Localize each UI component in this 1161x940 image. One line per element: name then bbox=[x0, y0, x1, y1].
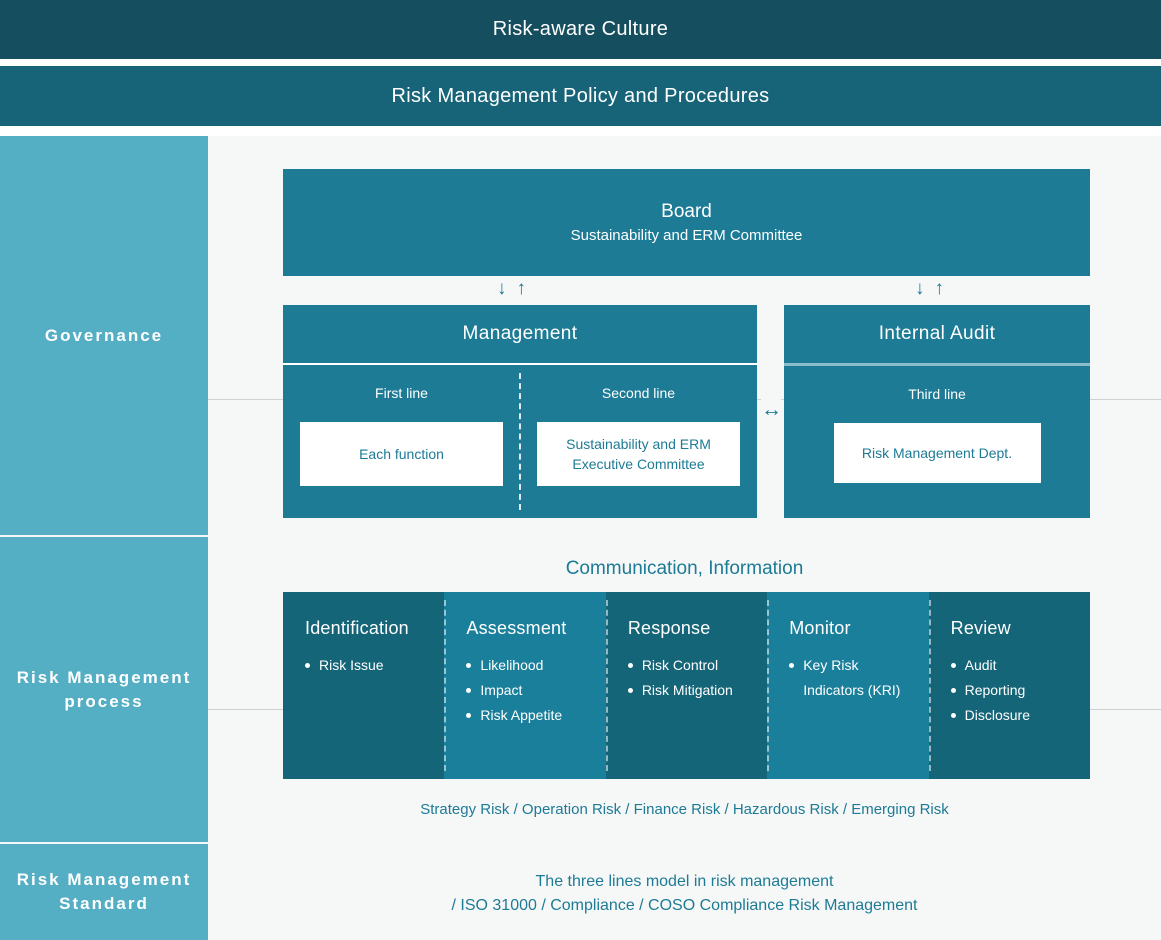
process-column-title: Response bbox=[627, 618, 711, 638]
sidebar-label-risk-management-standard: Risk Management Standard bbox=[16, 870, 192, 913]
list-item: Audit bbox=[950, 653, 1090, 678]
process-column-review: Review Audit Reporting Disclosure bbox=[928, 592, 1091, 779]
sidebar-label-risk-management-process: Risk Management process bbox=[16, 667, 192, 711]
list-item: Likelihood bbox=[466, 653, 605, 678]
board-subtitle: Sustainability and ERM Committee bbox=[570, 226, 803, 244]
second-line-column: Second line Sustainability and ERM Execu… bbox=[520, 365, 757, 518]
list-item: Risk Issue bbox=[305, 653, 444, 678]
risk-management-policy-label: Risk Management Policy and Procedures bbox=[391, 84, 770, 107]
sidebar-item-risk-management-standard: Risk Management Standard bbox=[0, 844, 208, 940]
process-column-list: Risk Control Risk Mitigation bbox=[627, 653, 767, 703]
process-column-assessment: Assessment Likelihood Impact Risk Appeti… bbox=[444, 592, 606, 779]
list-item: Key Risk Indicators (KRI) bbox=[789, 653, 928, 703]
standard-line-2: / ISO 31000 / Compliance / COSO Complian… bbox=[451, 897, 918, 914]
sidebar-label-governance: Governance bbox=[44, 325, 164, 345]
risk-types-label: Strategy Risk / Operation Risk / Finance… bbox=[420, 801, 949, 818]
risk-management-process-columns: Identification Risk Issue Assessment Lik… bbox=[283, 592, 1091, 779]
process-column-list: Key Risk Indicators (KRI) bbox=[789, 653, 928, 703]
board-title: Board bbox=[661, 200, 712, 222]
standard-line-1: The three lines model in risk management bbox=[535, 873, 834, 890]
list-item: Impact bbox=[466, 678, 605, 703]
sidebar-item-risk-management-process: Risk Management process bbox=[0, 537, 208, 842]
list-item: Risk Control bbox=[627, 653, 767, 678]
management-title: Management bbox=[462, 323, 578, 344]
process-column-title: Assessment bbox=[466, 618, 567, 638]
process-column-identification: Identification Risk Issue bbox=[283, 592, 445, 779]
arrow-up-icon: ↑ bbox=[934, 278, 945, 299]
communication-information-label: Communication, Information bbox=[565, 558, 804, 579]
third-line-label: Third line bbox=[908, 386, 966, 402]
management-line-separator bbox=[519, 373, 521, 510]
arrow-down-icon: ↓ bbox=[915, 278, 925, 299]
list-item: Risk Mitigation bbox=[627, 678, 767, 703]
internal-audit-rule bbox=[784, 363, 1090, 366]
sidebar-item-governance: Governance bbox=[0, 136, 208, 535]
each-function-card: Each function bbox=[300, 422, 503, 486]
first-line-label: First line bbox=[375, 385, 428, 401]
arrow-down-icon: ↓ bbox=[497, 278, 507, 299]
process-column-title: Identification bbox=[305, 618, 409, 638]
board-management-arrows: ↓ ↑ bbox=[497, 279, 526, 298]
process-column-list: Likelihood Impact Risk Appetite bbox=[466, 653, 605, 728]
process-column-list: Audit Reporting Disclosure bbox=[950, 653, 1090, 728]
first-line-column: First line Each function bbox=[283, 365, 520, 518]
risk-management-standard-text: The three lines model in risk management… bbox=[208, 870, 1161, 918]
risk-aware-culture-banner: Risk-aware Culture bbox=[0, 0, 1161, 59]
process-column-response: Response Risk Control Risk Mitigation bbox=[605, 592, 768, 779]
second-line-label: Second line bbox=[601, 385, 676, 401]
arrow-left-right-icon: ↔ bbox=[761, 398, 782, 422]
internal-audit-lines: Third line Risk Management Dept. bbox=[784, 366, 1090, 519]
management-rule bbox=[283, 363, 757, 365]
process-column-list: Risk Issue bbox=[305, 653, 444, 678]
list-item: Reporting bbox=[950, 678, 1090, 703]
management-lines: First line Each function Second line Sus… bbox=[283, 365, 757, 518]
board-box: Board Sustainability and ERM Committee bbox=[283, 169, 1090, 276]
board-audit-arrows: ↓ ↑ bbox=[915, 279, 944, 298]
sustainability-erm-executive-committee-card: Sustainability and ERM Executive Committ… bbox=[537, 422, 740, 486]
list-item: Risk Appetite bbox=[466, 703, 605, 728]
risk-aware-culture-label: Risk-aware Culture bbox=[492, 18, 669, 40]
internal-audit-title: Internal Audit bbox=[878, 323, 996, 344]
process-column-title: Monitor bbox=[789, 618, 851, 638]
list-item: Disclosure bbox=[950, 703, 1090, 728]
process-column-monitor: Monitor Key Risk Indicators (KRI) bbox=[767, 592, 929, 779]
risk-management-dept-card: Risk Management Dept. bbox=[833, 423, 1041, 483]
arrow-up-icon: ↑ bbox=[516, 278, 527, 299]
internal-audit-box: Internal Audit Third line Risk Managemen… bbox=[784, 305, 1090, 518]
third-line-column: Third line Risk Management Dept. bbox=[784, 366, 1090, 519]
risk-management-policy-banner: Risk Management Policy and Procedures bbox=[0, 66, 1161, 126]
management-box: Management First line Each function Seco… bbox=[283, 305, 757, 518]
process-column-title: Review bbox=[950, 618, 1011, 638]
